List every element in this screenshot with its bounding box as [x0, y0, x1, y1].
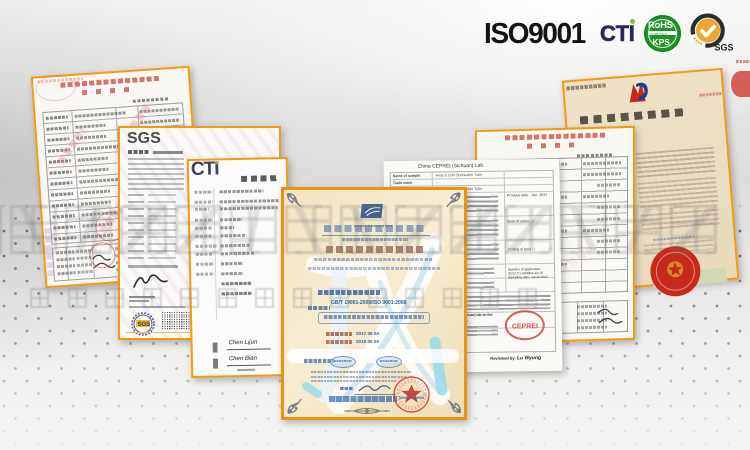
svg-text:CEPREI: CEPREI: [512, 323, 538, 330]
svg-text:SGS: SGS: [138, 322, 151, 328]
svg-text:SGS: SGS: [715, 43, 734, 53]
